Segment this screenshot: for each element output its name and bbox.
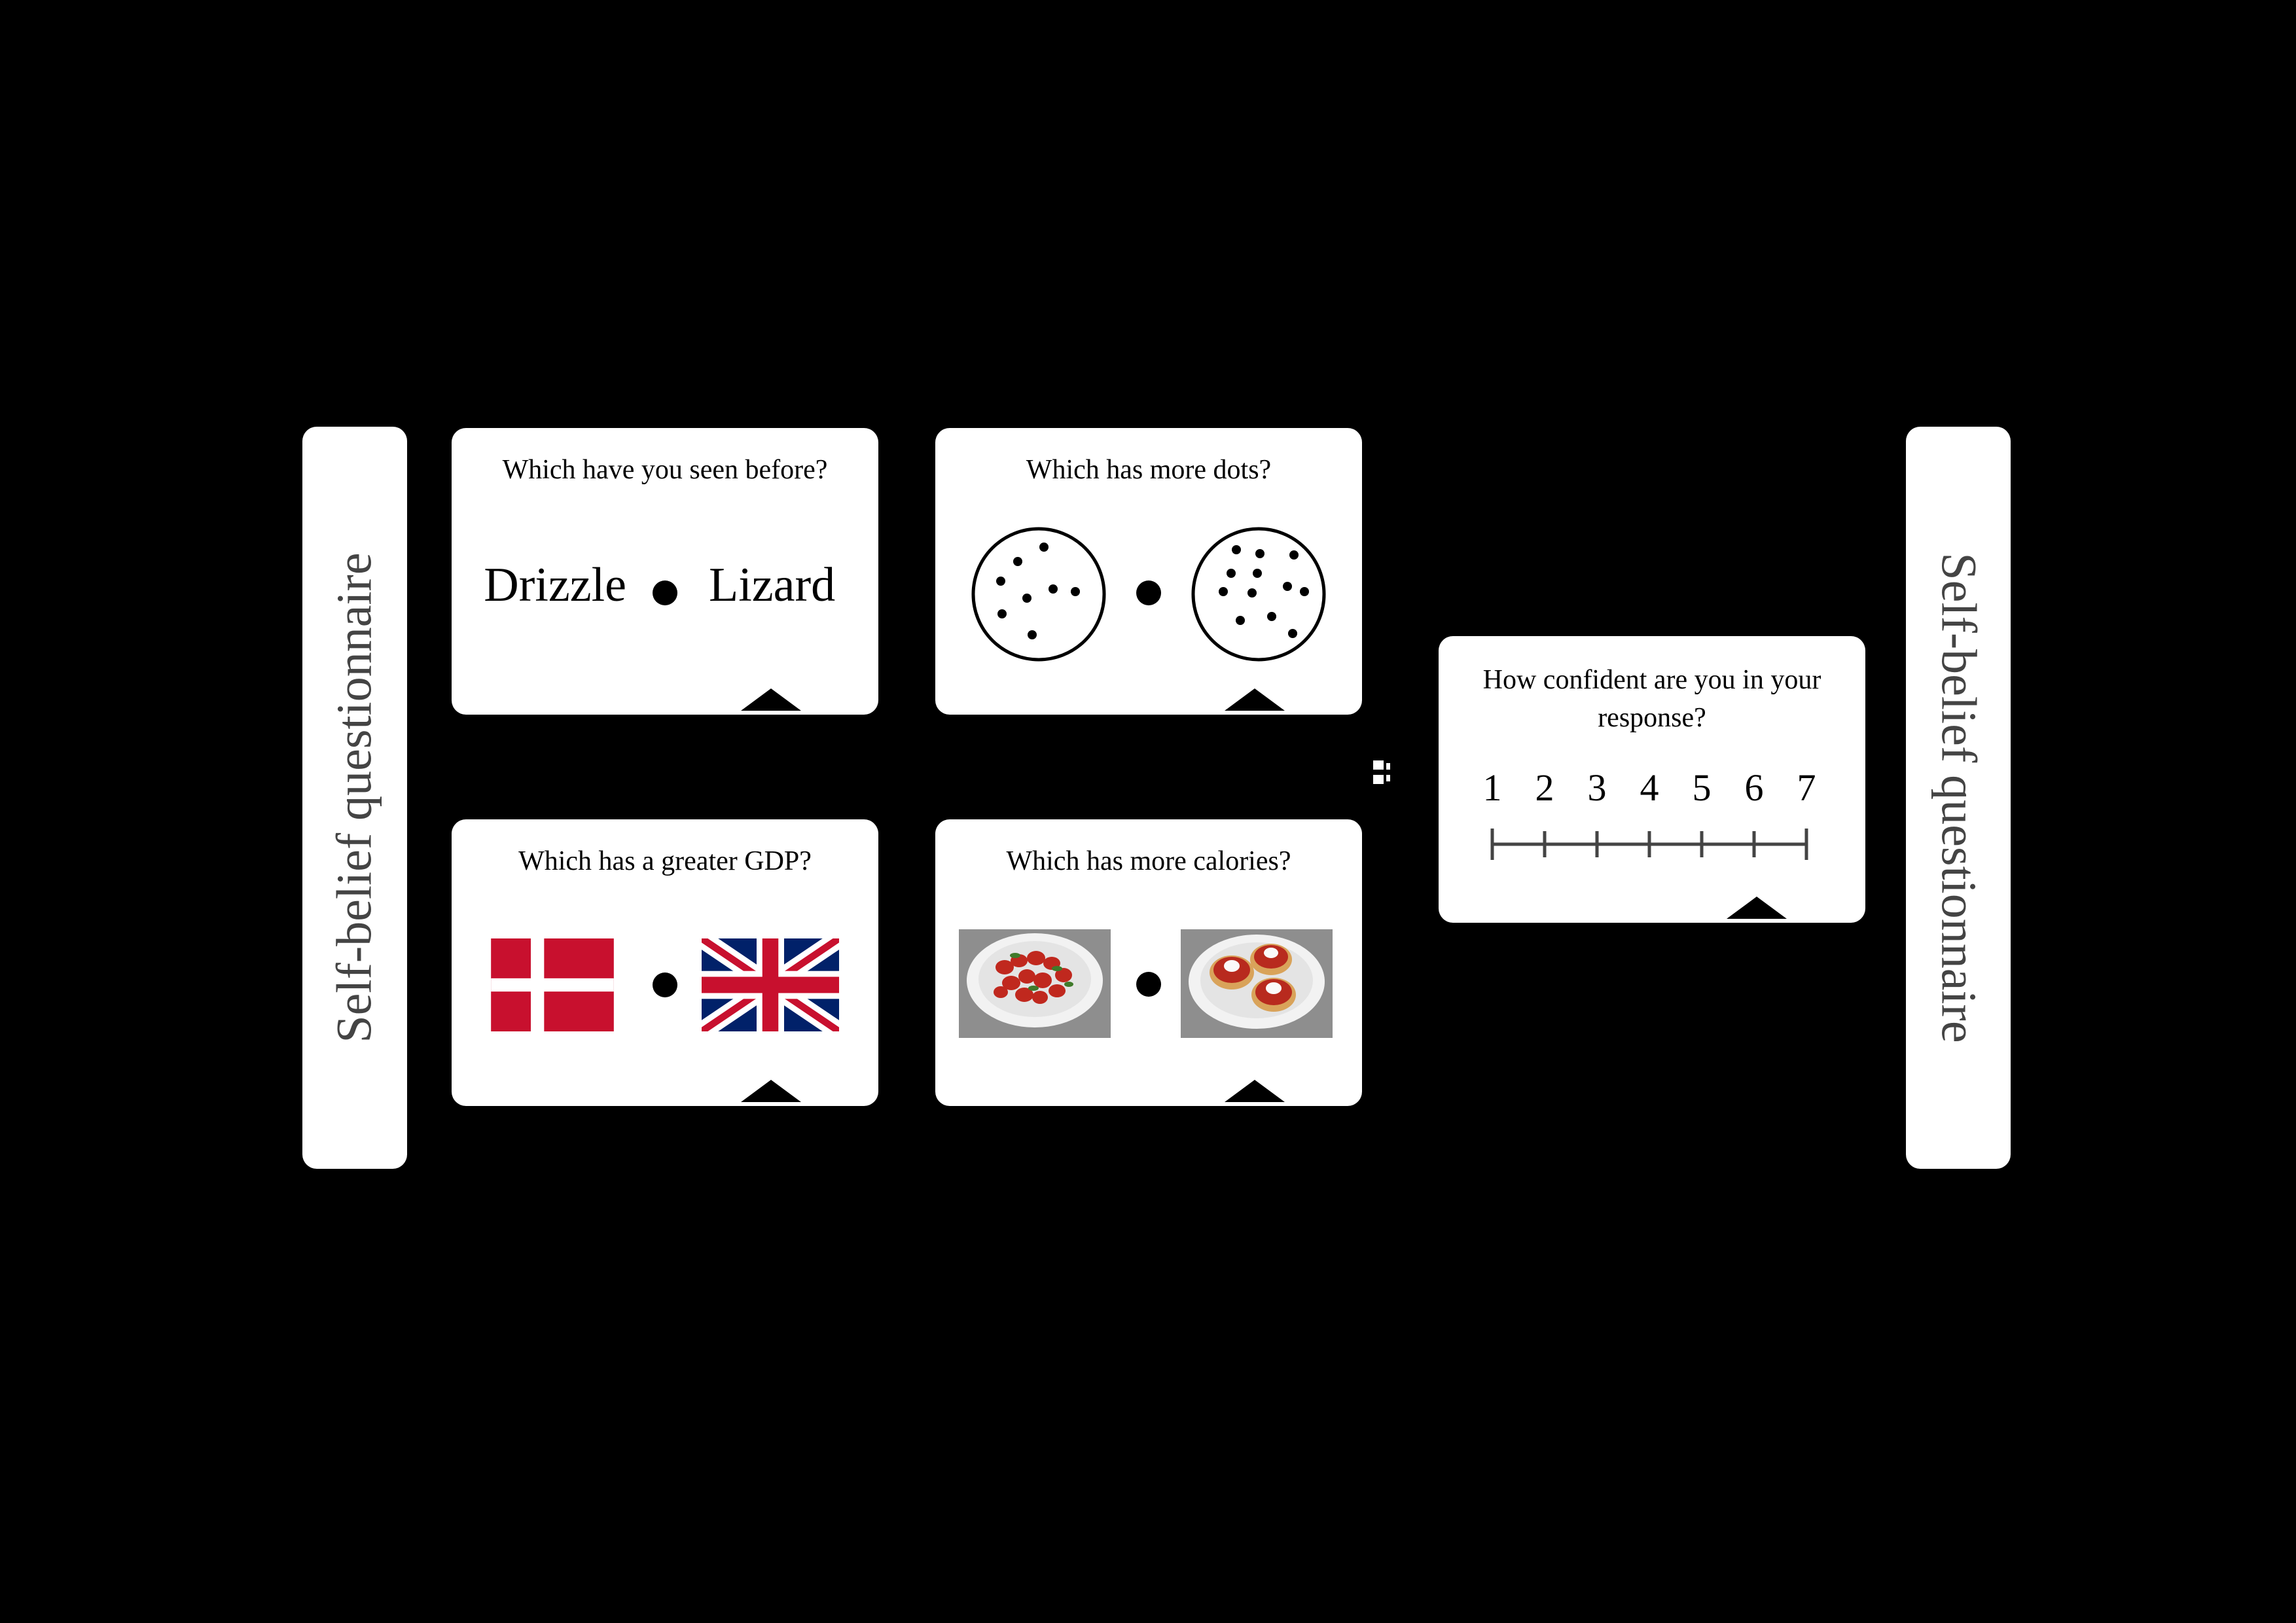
confidence-scale-line[interactable] [1484, 826, 1818, 863]
stimulus-dot [1232, 545, 1241, 554]
dots-question: Which has more dots? [1026, 455, 1272, 485]
stimulus-dot [1289, 550, 1299, 560]
choice-separator-dot [653, 580, 677, 605]
stimulus-dot [996, 577, 1005, 586]
scale-label-5[interactable]: 5 [1692, 766, 1712, 809]
choice-separator-dot [1136, 580, 1161, 605]
denmark-flag-icon[interactable] [484, 938, 620, 1031]
stimulus-dot [1288, 629, 1297, 638]
stimulus-dot [1283, 582, 1292, 591]
uk-flag-icon[interactable] [702, 938, 839, 1031]
response-arrow-icon [741, 688, 801, 711]
small-grid-icon [1373, 760, 1390, 784]
confidence-rating-card: How confident are you in your response? … [1439, 636, 1865, 923]
gdp-task-card: Which has a greater GDP? [452, 819, 878, 1106]
memory-right-word[interactable]: Lizard [709, 558, 836, 612]
stimulus-dot [1253, 569, 1262, 578]
scale-label-4[interactable]: 4 [1640, 766, 1659, 809]
scale-label-6[interactable]: 6 [1744, 766, 1764, 809]
stimulus-dot [1028, 630, 1037, 639]
scale-label-1[interactable]: 1 [1482, 766, 1502, 809]
stimulus-dot [1300, 587, 1309, 596]
right-questionnaire-label: Self-belief questionnaire [1931, 552, 1986, 1043]
response-arrow-icon [1727, 897, 1787, 919]
strawberries-plate-image[interactable] [959, 929, 1111, 1038]
right-dot-circle[interactable] [1189, 525, 1328, 664]
memory-task-card: Which have you seen before? Drizzle Liza… [452, 428, 878, 715]
choice-separator-dot [1136, 972, 1161, 997]
calories-task-card: Which has more calories? [935, 819, 1362, 1106]
confidence-question: How confident are you in your response? [1482, 665, 1821, 733]
stimulus-dot [1255, 549, 1265, 558]
stimulus-dot [997, 609, 1007, 618]
stimulus-dot [1247, 588, 1257, 597]
strawberry-tarts-plate-image[interactable] [1181, 929, 1333, 1038]
scale-label-3[interactable]: 3 [1587, 766, 1607, 809]
gdp-question: Which has a greater GDP? [518, 846, 812, 876]
stimulus-dot [1236, 616, 1245, 625]
response-arrow-icon [1225, 688, 1285, 711]
response-arrow-icon [1225, 1080, 1285, 1102]
scale-label-2[interactable]: 2 [1535, 766, 1554, 809]
memory-question: Which have you seen before? [502, 455, 828, 485]
stimulus-dot [1267, 612, 1276, 621]
stimulus-dot [1013, 557, 1022, 566]
stimulus-dot [1227, 569, 1236, 578]
dots-task-card: Which has more dots? [935, 428, 1362, 715]
stimulus-dot [1039, 543, 1049, 552]
left-questionnaire-panel: Self-belief questionnaire [302, 427, 407, 1169]
left-dot-circle[interactable] [969, 525, 1108, 664]
right-questionnaire-panel: Self-belief questionnaire [1906, 427, 2011, 1169]
left-questionnaire-label: Self-belief questionnaire [327, 552, 382, 1043]
choice-separator-dot [653, 972, 677, 997]
calories-question: Which has more calories? [1006, 846, 1291, 876]
memory-left-word[interactable]: Drizzle [484, 558, 626, 612]
response-arrow-icon [741, 1080, 801, 1102]
stimulus-dot [1219, 587, 1228, 596]
stimulus-dot [1071, 587, 1080, 596]
scale-label-7[interactable]: 7 [1797, 766, 1816, 809]
stimulus-dot [1022, 594, 1031, 603]
stimulus-dot [1049, 584, 1058, 594]
